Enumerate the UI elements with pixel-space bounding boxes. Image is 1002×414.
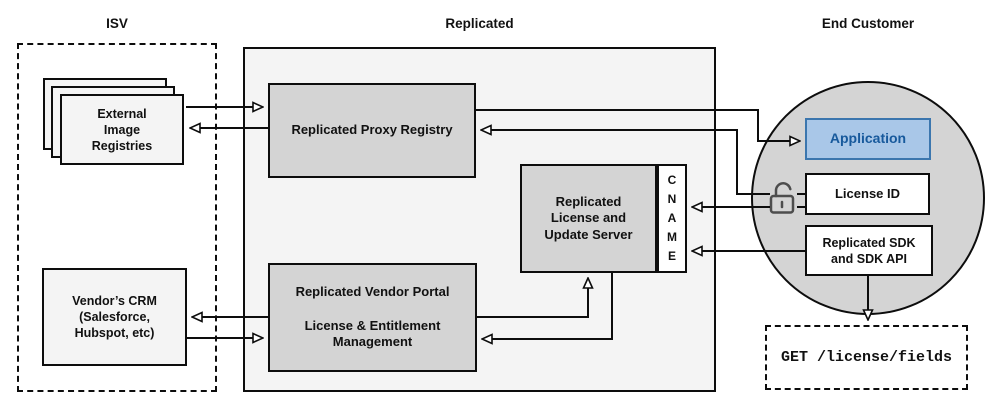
section-label-end-customer: End Customer <box>821 16 915 31</box>
external-registries-node: External Image Registries <box>60 94 184 165</box>
license-id-node: License ID <box>805 173 930 215</box>
section-label-replicated: Replicated <box>445 16 514 31</box>
vendor-portal-node: Replicated Vendor Portal License & Entit… <box>268 263 477 372</box>
application-node: Application <box>805 118 931 160</box>
section-label-isv: ISV <box>106 16 128 31</box>
get-license-fields-node: GET /license/fields <box>765 325 968 390</box>
cname-node: C N A M E <box>657 164 687 273</box>
replicated-sdk-node: Replicated SDK and SDK API <box>805 225 933 276</box>
unlock-icon <box>769 182 795 214</box>
vendor-crm-node: Vendor’s CRM (Salesforce, Hubspot, etc) <box>42 268 187 366</box>
proxy-registry-node: Replicated Proxy Registry <box>268 83 476 178</box>
license-update-server-node: Replicated License and Update Server <box>520 164 657 273</box>
